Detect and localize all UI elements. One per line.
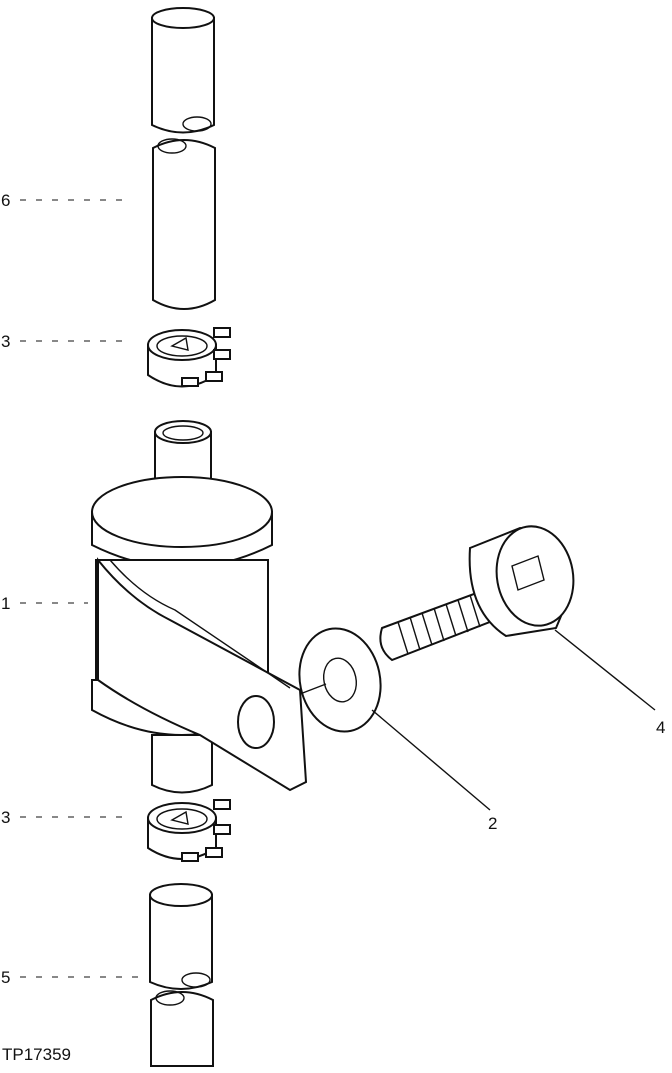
leader-lines	[20, 199, 656, 978]
callout-clamp-upper: 3	[1, 332, 10, 351]
washer	[298, 627, 382, 733]
figure-id: TP17359	[2, 1045, 71, 1064]
callout-bolt: 4	[656, 718, 665, 737]
callout-filter: 1	[1, 594, 10, 613]
upper-hose	[151, 7, 216, 310]
callout-washer: 2	[488, 814, 497, 833]
callout-hose-lower: 5	[1, 968, 10, 987]
bolt	[379, 525, 575, 662]
lower-hose-clamp	[147, 799, 231, 862]
callout-hose-upper: 6	[1, 191, 10, 210]
lower-hose	[149, 883, 214, 1067]
fuel-filter	[91, 420, 308, 794]
upper-hose-clamp	[147, 327, 231, 388]
callout-clamp-lower: 3	[1, 808, 10, 827]
